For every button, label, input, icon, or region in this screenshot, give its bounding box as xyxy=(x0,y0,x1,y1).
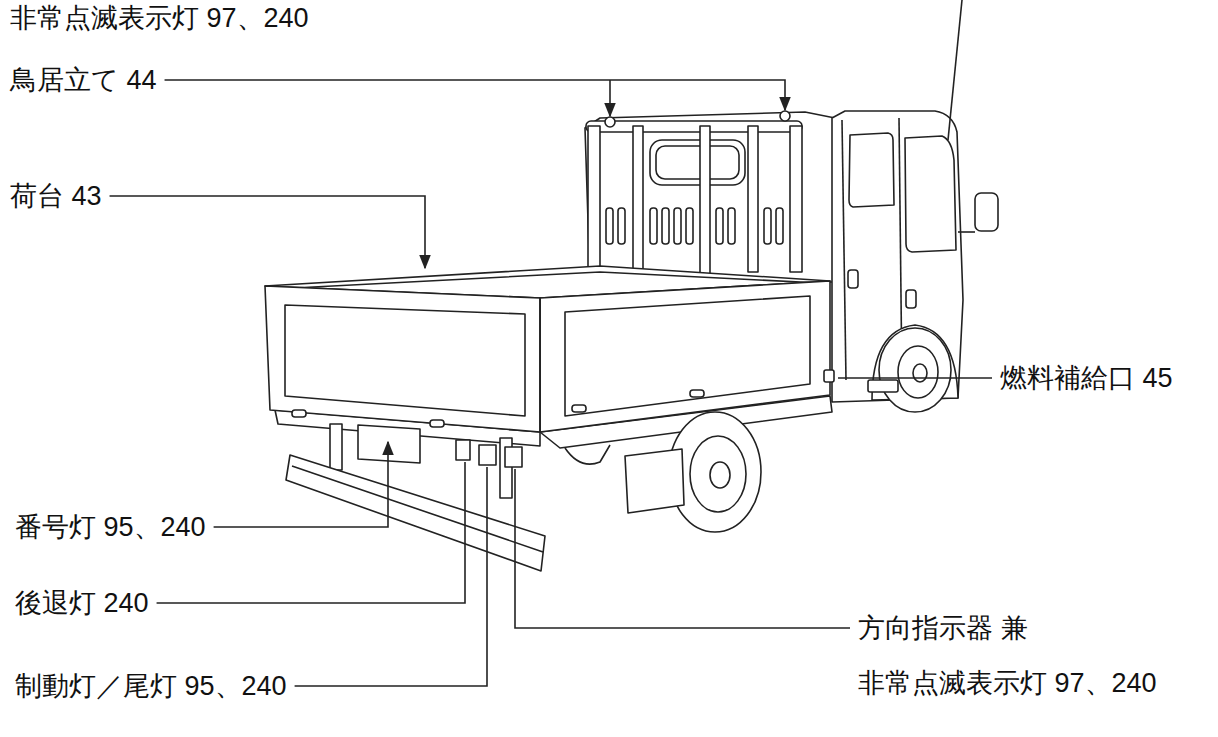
cab-ribs-part xyxy=(716,208,723,244)
cab-back xyxy=(585,112,835,282)
cab-ribs-part xyxy=(606,208,613,244)
cab-side-part xyxy=(905,136,956,252)
headboard-frame-part xyxy=(748,126,758,272)
headboard-frame-part xyxy=(790,126,802,272)
callout-label: 番号灯 95、240 xyxy=(15,511,206,543)
cargo-bed-part xyxy=(690,390,704,397)
cab-back-part xyxy=(585,112,835,282)
cargo-bed xyxy=(265,266,834,432)
cab-side-part xyxy=(848,270,858,288)
callout-label: 荷台 43 xyxy=(10,180,102,212)
cab-side-part xyxy=(975,193,998,231)
cab-side-part xyxy=(842,120,846,380)
cab-ribs-part xyxy=(686,208,693,244)
headboard-frame-part xyxy=(588,126,600,278)
front-wheel-part xyxy=(913,364,927,382)
headboard-frame-part xyxy=(586,121,802,132)
cab-ribs-part xyxy=(728,208,735,244)
rear-wheel-part xyxy=(710,462,730,488)
offscreen-leader-part xyxy=(948,0,962,140)
cab-back-part xyxy=(650,140,745,185)
cab-ribs-part xyxy=(662,208,669,244)
headboard-frame-part xyxy=(700,126,710,274)
underride-bar-part xyxy=(286,455,545,571)
cargo-bed-part xyxy=(265,286,540,432)
cargo-bed-part xyxy=(572,405,586,412)
leader-line xyxy=(110,196,425,268)
headboard-frame-part xyxy=(633,126,643,276)
front-wheel-part xyxy=(898,346,938,398)
callout-label: 方向指示器 兼 非常点滅表示灯 97、240 xyxy=(858,601,1173,711)
cab-side-part xyxy=(906,290,916,308)
rear-wheel-part xyxy=(625,449,684,513)
cab-ribs-part xyxy=(650,208,657,244)
callout-label: 非常点滅表示灯 97、240 xyxy=(10,2,309,34)
underride-bar-part xyxy=(292,466,543,552)
leader-line xyxy=(214,442,388,527)
cab-side xyxy=(832,111,998,402)
cargo-bed-part xyxy=(430,420,444,427)
cab-ribs-part xyxy=(618,208,625,244)
cargo-bed-part xyxy=(565,296,810,416)
offscreen-leader xyxy=(948,0,962,140)
rear-lights-part xyxy=(358,425,420,463)
callout-label: 燃料補給口 45 xyxy=(1000,362,1173,394)
callout-label: 制動灯／尾灯 95、240 xyxy=(15,670,287,702)
headboard-frame xyxy=(586,111,802,278)
leader-line xyxy=(838,377,992,379)
cab-ribs-part xyxy=(776,208,783,244)
chassis-part xyxy=(565,445,610,464)
cab-side-part xyxy=(958,231,975,233)
leader-line xyxy=(515,469,850,628)
cab-back-part xyxy=(656,146,739,179)
chassis-part xyxy=(330,424,342,470)
front-wheel-part xyxy=(868,380,898,392)
cargo-bed-part xyxy=(539,298,541,432)
headboard-frame-part xyxy=(605,117,615,127)
underride-bar xyxy=(286,455,545,571)
cargo-bed-part xyxy=(285,305,525,416)
cab-ribs-part xyxy=(674,208,681,244)
cab-side-part xyxy=(849,133,894,207)
headboard-frame-part xyxy=(780,111,790,121)
cargo-bed-part xyxy=(824,370,834,382)
rear-lights-part xyxy=(505,447,522,467)
rear-wheel xyxy=(625,412,761,532)
rear-lights-part xyxy=(456,440,470,460)
callout-label: 後退灯 240 xyxy=(15,587,149,619)
cab-ribs-part xyxy=(764,208,771,244)
leader-line xyxy=(609,80,611,116)
rear-wheel-part xyxy=(690,436,746,512)
cargo-bed-part xyxy=(540,281,830,432)
leader-line xyxy=(295,467,487,686)
callout-label: 鳥居立て 44 xyxy=(10,64,157,96)
rear-lights-part xyxy=(479,445,496,465)
cargo-bed-part xyxy=(292,410,306,417)
front-wheel xyxy=(868,325,958,412)
rear-lights xyxy=(358,425,522,467)
front-wheel-part xyxy=(879,328,951,412)
leader-line xyxy=(165,80,785,110)
